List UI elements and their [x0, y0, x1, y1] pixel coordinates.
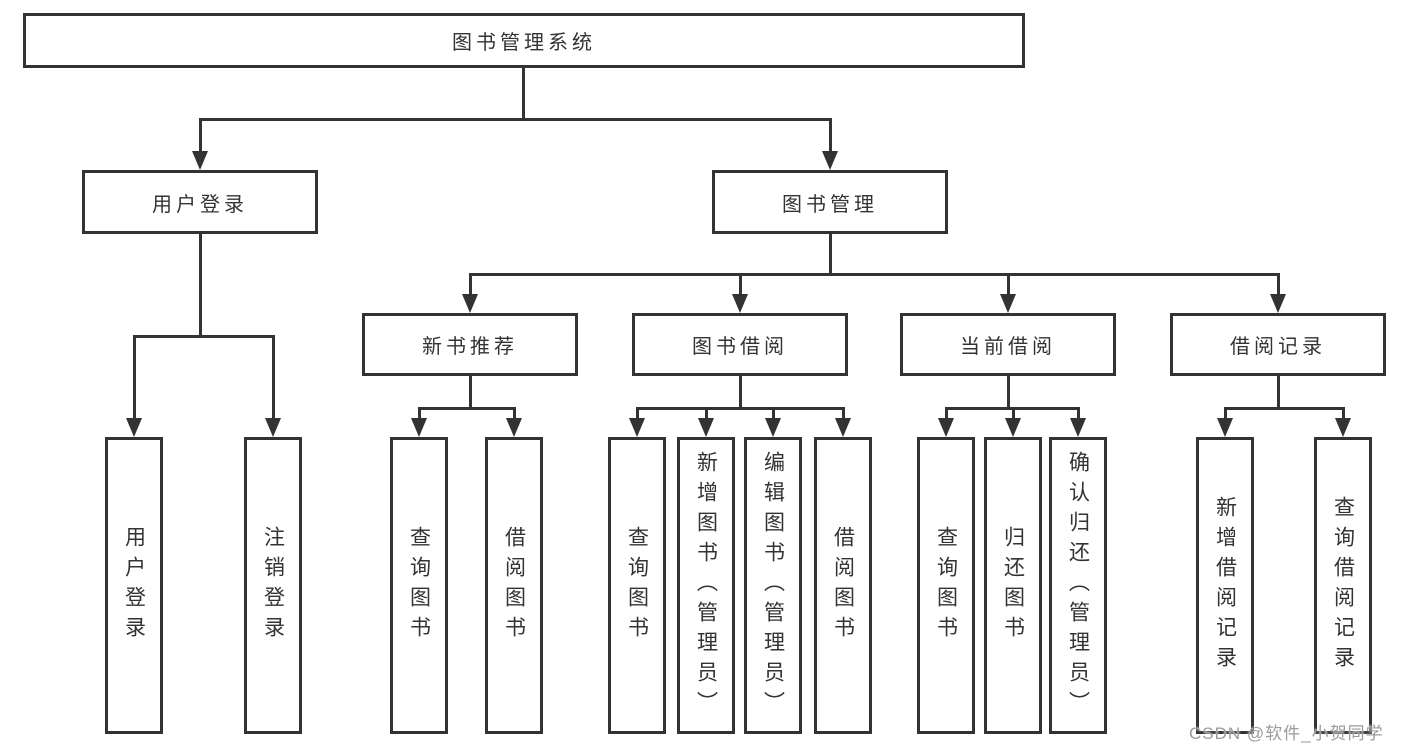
- connector-line: [468, 273, 1280, 276]
- connector-line: [1006, 273, 1010, 295]
- leaf-logout: 注销登录: [244, 437, 302, 734]
- connector-line: [1223, 407, 1345, 410]
- connector-line: [704, 407, 708, 419]
- connector-line: [198, 118, 832, 121]
- arrowhead-down-icon: [126, 418, 142, 437]
- node-label: 图书借阅: [692, 336, 788, 358]
- leaf-add-borrow-record: 新增借阅记录: [1196, 437, 1254, 734]
- node-label: 查询图书: [407, 525, 431, 646]
- node-label: 确认归还（管理员）: [1066, 450, 1090, 721]
- connector-line: [271, 335, 275, 419]
- connector-line: [828, 234, 832, 273]
- connector-line: [738, 273, 742, 295]
- connector-line: [521, 68, 525, 118]
- arrowhead-down-icon: [1070, 418, 1086, 437]
- leaf-query-borrow-record: 查询借阅记录: [1314, 437, 1372, 734]
- connector-line: [417, 407, 421, 419]
- node-label: 新增图书（管理员）: [694, 450, 718, 721]
- node-label: 新增借阅记录: [1213, 495, 1237, 676]
- connector-line: [132, 335, 136, 419]
- node-borrowing-records: 借阅记录: [1170, 313, 1386, 376]
- arrowhead-down-icon: [462, 294, 478, 313]
- arrowhead-down-icon: [698, 418, 714, 437]
- connector-line: [738, 376, 742, 407]
- arrowhead-down-icon: [1270, 294, 1286, 313]
- leaf-borrow-books-recommend: 借阅图书: [485, 437, 543, 734]
- node-label: 借阅记录: [1230, 336, 1326, 358]
- connector-line: [635, 407, 845, 410]
- node-label: 借阅图书: [502, 525, 526, 646]
- arrowhead-down-icon: [1000, 294, 1016, 313]
- arrowhead-down-icon: [1335, 418, 1351, 437]
- node-label: 用户登录: [122, 525, 146, 646]
- node-label: 新书推荐: [422, 336, 518, 358]
- leaf-user-login: 用户登录: [105, 437, 163, 734]
- connector-line: [1341, 407, 1345, 419]
- connector-line: [635, 407, 639, 419]
- arrowhead-down-icon: [192, 151, 208, 170]
- node-book-borrowing: 图书借阅: [632, 313, 848, 376]
- node-label: 编辑图书（管理员）: [761, 450, 785, 721]
- arrowhead-down-icon: [1005, 418, 1021, 437]
- node-label: 查询借阅记录: [1331, 495, 1355, 676]
- csdn-watermark: CSDN @软件_小贺同学: [1189, 724, 1384, 743]
- connector-line: [1276, 273, 1280, 295]
- node-label: 归还图书: [1001, 525, 1025, 646]
- node-new-book-recommendation: 新书推荐: [362, 313, 578, 376]
- connector-line: [1006, 376, 1010, 407]
- arrowhead-down-icon: [822, 151, 838, 170]
- connector-line: [944, 407, 948, 419]
- connector-line: [1076, 407, 1080, 419]
- arrowhead-down-icon: [835, 418, 851, 437]
- node-label: 注销登录: [261, 525, 285, 646]
- connector-line: [1276, 376, 1280, 407]
- arrowhead-down-icon: [938, 418, 954, 437]
- node-user-login: 用户登录: [82, 170, 318, 234]
- node-current-borrowing: 当前借阅: [900, 313, 1116, 376]
- node-label: 图书管理: [782, 193, 878, 216]
- connector-line: [512, 407, 516, 419]
- node-library-management-system: 图书管理系统: [23, 13, 1025, 68]
- leaf-confirm-return-admin: 确认归还（管理员）: [1049, 437, 1107, 734]
- node-book-management: 图书管理: [712, 170, 948, 234]
- arrowhead-down-icon: [265, 418, 281, 437]
- leaf-query-books-current: 查询图书: [917, 437, 975, 734]
- node-label: 当前借阅: [960, 336, 1056, 358]
- arrowhead-down-icon: [629, 418, 645, 437]
- arrowhead-down-icon: [765, 418, 781, 437]
- node-label: 借阅图书: [831, 525, 855, 646]
- leaf-query-books-borrowing: 查询图书: [608, 437, 666, 734]
- connector-line: [198, 234, 202, 335]
- node-label: 查询图书: [625, 525, 649, 646]
- connector-line: [132, 335, 275, 338]
- arrowhead-down-icon: [411, 418, 427, 437]
- node-label: 用户登录: [152, 193, 248, 216]
- connector-line: [468, 376, 472, 407]
- connector-line: [198, 118, 202, 152]
- connector-line: [1011, 407, 1015, 419]
- arrowhead-down-icon: [506, 418, 522, 437]
- connector-line: [828, 118, 832, 152]
- connector-line: [1223, 407, 1227, 419]
- node-label: 图书管理系统: [452, 32, 596, 54]
- leaf-add-book-admin: 新增图书（管理员）: [677, 437, 735, 734]
- arrowhead-down-icon: [732, 294, 748, 313]
- leaf-query-books-recommend: 查询图书: [390, 437, 448, 734]
- connector-line: [468, 273, 472, 295]
- leaf-edit-book-admin: 编辑图书（管理员）: [744, 437, 802, 734]
- node-label: 查询图书: [934, 525, 958, 646]
- connector-line: [841, 407, 845, 419]
- connector-line: [417, 407, 516, 410]
- leaf-borrow-books-borrowing: 借阅图书: [814, 437, 872, 734]
- leaf-return-book: 归还图书: [984, 437, 1042, 734]
- arrowhead-down-icon: [1217, 418, 1233, 437]
- connector-line: [771, 407, 775, 419]
